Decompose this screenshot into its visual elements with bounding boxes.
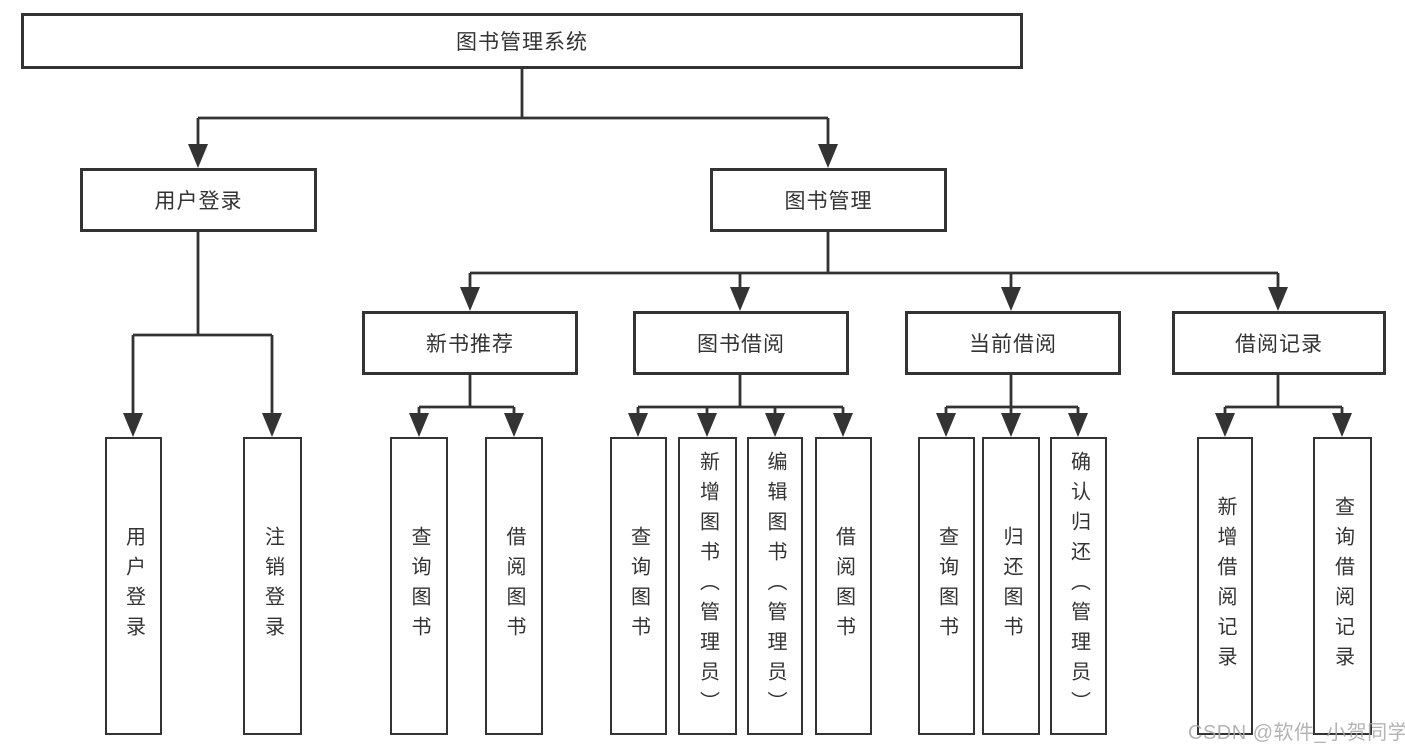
node-book-management-label: 图书管理 <box>784 190 873 213</box>
leaf-add-borrow-record-label: 新增借阅记录 <box>1214 496 1236 676</box>
leaf-query-borrow-record: 查询借阅记录 <box>1313 437 1372 735</box>
leaf-query-books-current: 查询图书 <box>918 437 975 735</box>
leaf-add-books-admin: 新增图书（管理员） <box>678 437 737 735</box>
node-borrowing-records: 借阅记录 <box>1172 311 1386 375</box>
leaf-user-login-label: 用户登录 <box>122 526 145 646</box>
leaf-query-books-current-label: 查询图书 <box>935 526 958 646</box>
leaf-borrow-books-label: 借阅图书 <box>832 526 855 646</box>
node-new-book-recommend: 新书推荐 <box>362 311 578 375</box>
node-current-borrowing-label: 当前借阅 <box>969 333 1057 356</box>
csdn-watermark: CSDN @软件_小贺同学 <box>1188 722 1405 744</box>
leaf-user-login: 用户登录 <box>105 437 162 735</box>
leaf-borrow-books: 借阅图书 <box>815 437 872 735</box>
node-book-borrowing: 图书借阅 <box>633 311 849 375</box>
leaf-borrow-books-recommend-label: 借阅图书 <box>503 526 525 646</box>
leaf-confirm-return-admin-label: 确认归还（管理员） <box>1067 451 1090 721</box>
node-library-system: 图书管理系统 <box>21 13 1023 69</box>
leaf-query-books-recommend: 查询图书 <box>390 437 448 735</box>
leaf-edit-books-admin-label: 编辑图书（管理员） <box>764 451 786 721</box>
node-book-management: 图书管理 <box>710 168 947 232</box>
leaf-edit-books-admin: 编辑图书（管理员） <box>747 437 803 735</box>
node-user-login: 用户登录 <box>80 168 317 232</box>
leaf-add-borrow-record: 新增借阅记录 <box>1197 437 1253 735</box>
node-borrowing-records-label: 借阅记录 <box>1235 333 1323 356</box>
node-user-login-label: 用户登录 <box>154 190 243 213</box>
leaf-return-books-label: 归还图书 <box>1000 526 1022 646</box>
node-new-book-recommend-label: 新书推荐 <box>426 333 514 356</box>
leaf-return-books: 归还图书 <box>982 437 1040 735</box>
leaf-borrow-books-recommend: 借阅图书 <box>485 437 543 735</box>
leaf-query-books-recommend-label: 查询图书 <box>408 526 430 646</box>
leaf-logout-login: 注销登录 <box>243 437 302 735</box>
node-book-borrowing-label: 图书借阅 <box>697 333 785 356</box>
node-current-borrowing: 当前借阅 <box>905 311 1121 375</box>
leaf-query-borrow-record-label: 查询借阅记录 <box>1331 496 1354 676</box>
leaf-logout-login-label: 注销登录 <box>261 526 284 646</box>
leaf-query-books-borrow-label: 查询图书 <box>627 526 650 646</box>
leaf-add-books-admin-label: 新增图书（管理员） <box>696 451 719 721</box>
node-library-system-label: 图书管理系统 <box>456 31 588 54</box>
leaf-confirm-return-admin: 确认归还（管理员） <box>1050 437 1107 735</box>
leaf-query-books-borrow: 查询图书 <box>610 437 667 735</box>
